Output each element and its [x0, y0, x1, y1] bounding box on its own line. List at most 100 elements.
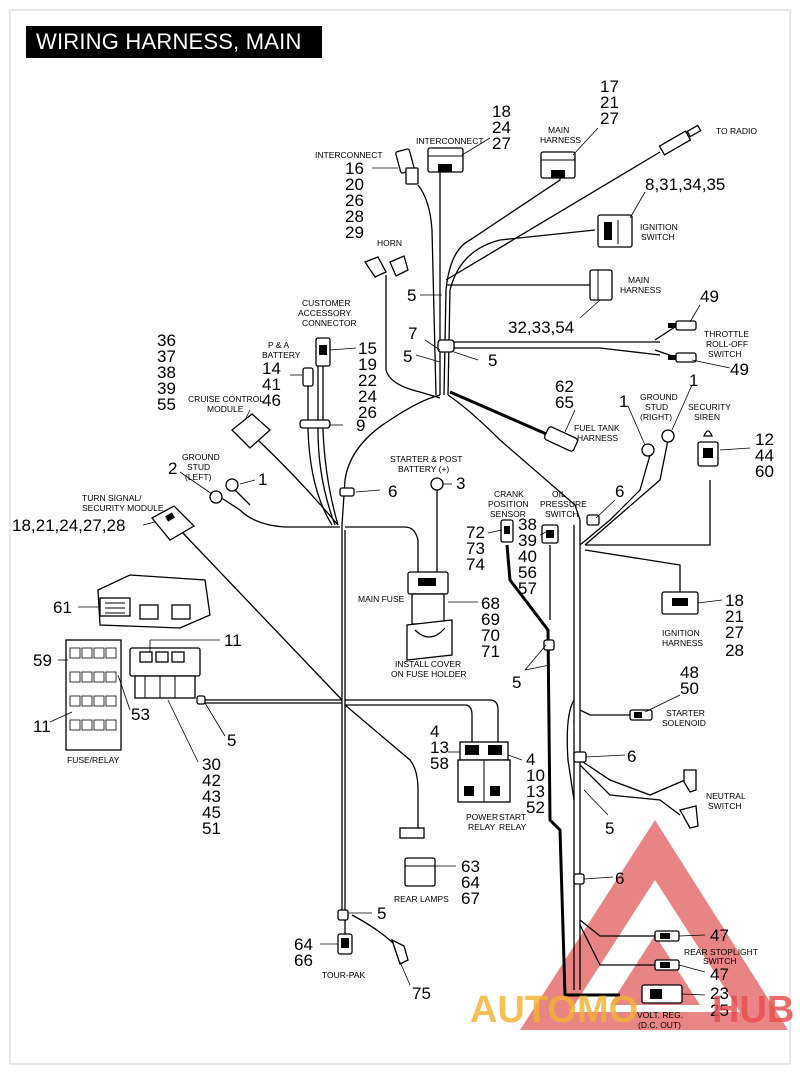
callout-15: 15 [358, 339, 377, 358]
callout-36: 36 [157, 331, 176, 350]
neutral-switch [679, 769, 699, 829]
callout-13a: 13 [430, 738, 449, 757]
horn-connectors [364, 255, 409, 278]
label-cruise-1: CRUISE CONTROL [188, 394, 264, 404]
label-customer-acc-1: CUSTOMER [302, 298, 351, 308]
callout-57: 57 [518, 579, 537, 598]
fuel-tank-harness-connector [543, 426, 579, 452]
label-ignition-switch-2: SWITCH [641, 232, 675, 242]
label-customer-acc-2: ACCESSORY [298, 308, 352, 318]
callout-67: 67 [461, 889, 480, 908]
callout-66: 66 [294, 951, 313, 970]
interconnect-connector-left [395, 148, 419, 185]
pa-battery-connector [302, 367, 314, 387]
callout-26: 26 [345, 191, 364, 210]
label-cruise-2: MODULE [207, 404, 244, 414]
callout-5b: 5 [403, 347, 412, 366]
label-security-siren-1: SECURITY [688, 402, 731, 412]
callout-4b: 4 [526, 750, 535, 769]
callout-21: 21 [600, 93, 619, 112]
callout-11a: 11 [224, 631, 242, 650]
callout-20: 20 [345, 175, 364, 194]
callout-40: 40 [518, 547, 537, 566]
callout-51: 51 [202, 819, 221, 838]
callout-37: 37 [157, 347, 176, 366]
label-neutral-2: SWITCH [708, 801, 742, 811]
callout-64: 64 [461, 873, 480, 892]
label-ground-left-2: STUD [187, 462, 210, 472]
callout-5f: 5 [605, 819, 614, 838]
callout-48: 48 [680, 663, 699, 682]
label-crank-3: SENSOR [490, 509, 526, 519]
callout-25: 25 [710, 1001, 729, 1020]
label-fuel-tank-1: FUEL TANK [574, 423, 620, 433]
callout-50: 50 [680, 679, 699, 698]
callout-8-31-34-35: 8,31,34,35 [645, 175, 725, 194]
ground-studs [209, 429, 675, 504]
callout-6d: 6 [615, 869, 624, 888]
callout-5c: 5 [488, 351, 497, 370]
callout-38: 38 [157, 363, 176, 382]
callout-42: 42 [202, 771, 221, 790]
label-rear-stoplight-1: REAR STOPLIGHT [684, 947, 758, 957]
label-neutral-1: NEUTRAL [706, 791, 746, 801]
callout-28: 28 [345, 207, 364, 226]
callout-1c: 1 [258, 470, 267, 489]
label-crank-2: POSITION [488, 499, 529, 509]
ignition-switch-connector [597, 214, 633, 248]
callout-44: 44 [755, 446, 774, 465]
callout-24: 24 [492, 118, 511, 137]
label-install-cover-1: INSTALL COVER [395, 659, 461, 669]
throttle-connectors [668, 320, 697, 363]
callout-29: 29 [345, 223, 364, 242]
label-ignition-harness-2: HARNESS [662, 638, 703, 648]
callout-75: 75 [412, 984, 431, 1003]
label-starter-solenoid-1: STARTER [666, 708, 705, 718]
callout-43: 43 [202, 787, 221, 806]
callout-30: 30 [202, 755, 221, 774]
callout-60: 60 [755, 462, 774, 481]
callout-26b: 26 [358, 403, 377, 422]
callout-2: 2 [168, 459, 177, 478]
callout-39: 39 [157, 379, 176, 398]
rear-lamps-connector [399, 827, 436, 887]
callout-18-28: 18,21,24,27,28 [12, 516, 125, 535]
callout-18: 18 [492, 102, 511, 121]
callout-21c: 21 [725, 607, 744, 626]
callout-45: 45 [202, 803, 221, 822]
callout-17: 17 [600, 77, 619, 96]
page-title: WIRING HARNESS, MAIN [26, 26, 322, 58]
callout-6b: 6 [615, 482, 624, 501]
label-main-harness-top-1: MAIN [548, 125, 569, 135]
relays [457, 741, 511, 803]
component-labels: TO RADIO MAIN HARNESS INTERCONNECT INTER… [67, 125, 758, 1030]
fuse-cover [406, 619, 453, 661]
callout-68: 68 [481, 594, 500, 613]
interconnect-connector [427, 147, 464, 173]
label-pa-battery-2: BATTERY [262, 350, 301, 360]
callout-56: 56 [518, 563, 537, 582]
label-fuse-relay: FUSE/RELAY [67, 755, 120, 765]
label-fuel-tank-2: HARNESS [577, 433, 618, 443]
label-ignition-switch-1: IGNITION [640, 222, 678, 232]
label-tour-pak: TOUR-PAK [322, 970, 365, 980]
label-horn: HORN [377, 238, 402, 248]
callout-70: 70 [481, 626, 500, 645]
label-turn-signal-2: SECURITY MODULE [82, 503, 164, 513]
callout-1a: 1 [619, 392, 628, 411]
callout-4a: 4 [430, 722, 439, 741]
callout-5a: 5 [407, 286, 416, 305]
callout-28c: 28 [725, 641, 744, 660]
callout-23: 23 [710, 984, 729, 1003]
callout-41: 41 [262, 375, 281, 394]
watermark-text-left: AUTOMO [470, 989, 638, 1031]
callout-38b: 38 [518, 515, 537, 534]
callout-39b: 39 [518, 531, 537, 550]
watermark-text: AUTOMO HUB [470, 989, 794, 1031]
callout-5g: 5 [377, 904, 386, 923]
fuse-relay-connector [129, 647, 201, 699]
turn-signal-module [151, 505, 196, 541]
callout-52: 52 [526, 798, 545, 817]
callout-71: 71 [481, 642, 500, 661]
